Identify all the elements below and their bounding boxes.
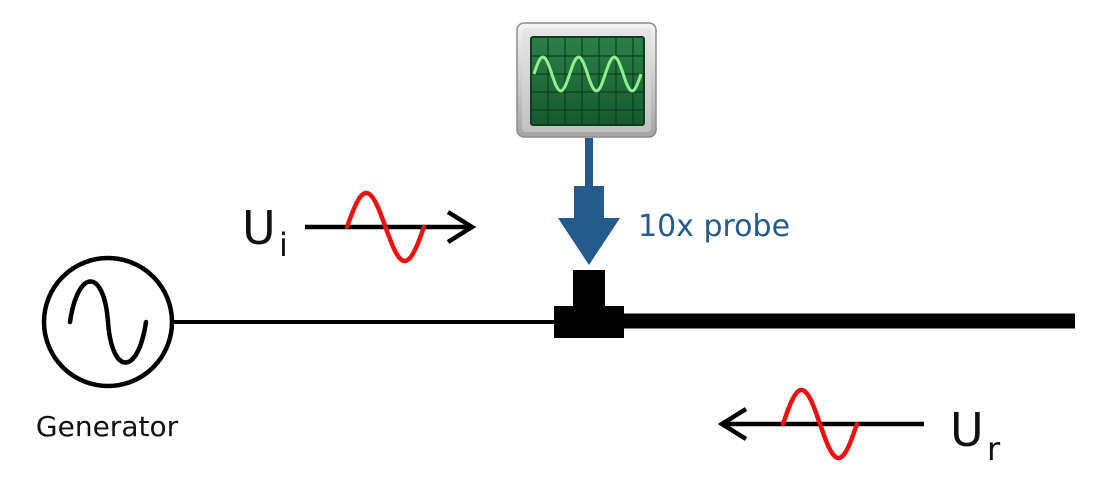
incident-wave-symbol: U [242,201,276,255]
reflected-arrow-head-icon [717,407,748,441]
t-connector [554,270,624,338]
generator-symbol [41,255,175,389]
probe-label: 10x probe [638,209,790,244]
generator-label: Generator [36,410,179,443]
reflected-wave-subscript: r [987,430,1001,468]
incident-wave: U i [242,190,477,264]
reflected-wave-symbol: U [950,403,984,457]
ac-sine-source-icon [67,279,149,365]
incident-wave-curve [344,190,427,264]
oscilloscope-icon [516,22,657,138]
probe-arrow [558,138,620,265]
reflected-wave: U r [717,387,1001,468]
reflected-wave-curve [780,387,860,461]
incident-arrow-head-icon [446,210,477,244]
oscilloscope-trace [532,55,643,93]
incident-wave-subscript: i [279,226,288,264]
